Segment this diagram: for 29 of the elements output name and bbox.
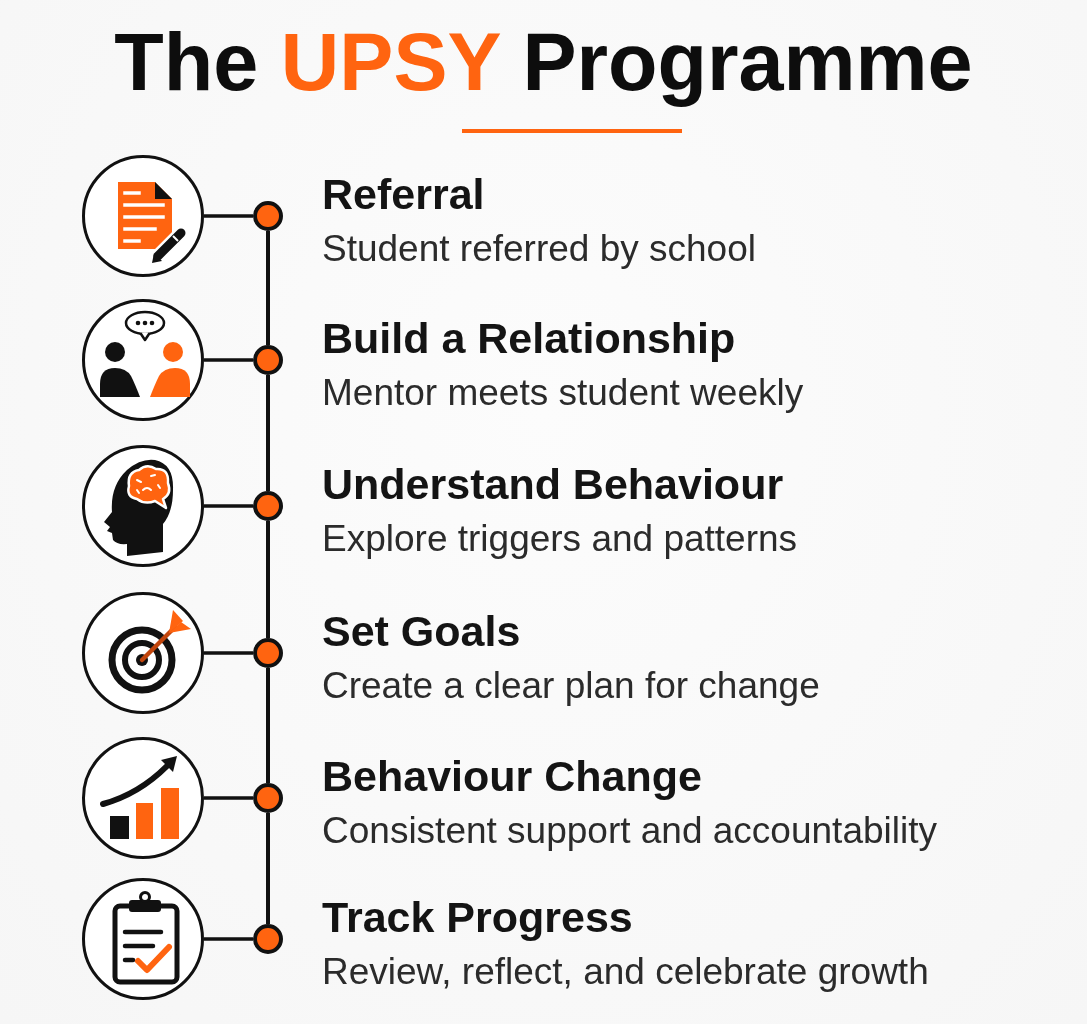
step-description: Review, reflect, and celebrate growth	[322, 949, 929, 994]
connector-line	[204, 504, 253, 508]
connector-line	[204, 937, 253, 941]
timeline-dot	[253, 201, 283, 231]
step-title: Understand Behaviour	[322, 459, 784, 509]
timeline-dot	[253, 491, 283, 521]
timeline-line	[266, 813, 270, 924]
timeline-line	[266, 231, 270, 345]
connector-line	[204, 796, 253, 800]
step-description: Explore triggers and patterns	[322, 516, 798, 561]
step-title: Build a Relationship	[322, 313, 736, 363]
connector-line	[204, 651, 253, 655]
step-description: Create a clear plan for change	[322, 663, 820, 708]
step-title: Set Goals	[322, 606, 521, 656]
timeline-dot	[253, 783, 283, 813]
connector-line	[204, 214, 253, 218]
timeline-line	[266, 668, 270, 783]
connector-line	[204, 358, 253, 362]
timeline-dot	[253, 345, 283, 375]
timeline-dot	[253, 638, 283, 668]
step-title: Track Progress	[322, 892, 633, 942]
step-title: Referral	[322, 169, 485, 219]
step-title: Behaviour Change	[322, 751, 702, 801]
step-description: Mentor meets student weekly	[322, 370, 804, 415]
timeline-line	[266, 375, 270, 491]
step-description: Student referred by school	[322, 226, 756, 271]
step-description: Consistent support and accountability	[322, 808, 937, 853]
timeline-dot	[253, 924, 283, 954]
timeline-line	[266, 521, 270, 638]
